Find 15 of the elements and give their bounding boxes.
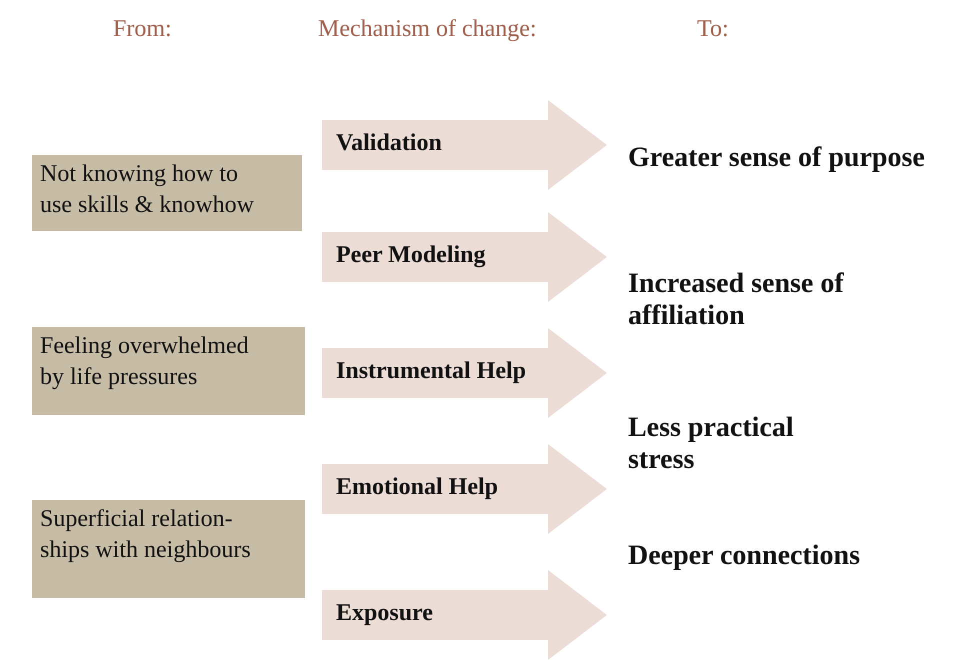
text-box: Not knowing how to use skills & knowhow [32,155,302,231]
column-heading: From: [113,16,173,43]
mechanism-label: Emotional Help [336,474,498,501]
mechanism-label: Validation [336,130,442,157]
column-heading: Mechanism of change: [318,16,538,43]
mechanism-label: Instrumental Help [336,358,526,385]
outcome-text: Increased sense of affiliation [628,268,845,332]
mechanism-label: Exposure [336,600,433,627]
outcome-text: Greater sense of purpose [628,142,926,174]
mechanism-label: Peer Modeling [336,242,486,269]
outcome-text: Less practical stress [628,412,795,476]
text-box: Feeling overwhelmed by life pressures [32,327,305,415]
outcome-text: Deeper connections [628,540,861,572]
text-box: Superficial relation-ships with neighbours [32,500,305,598]
column-heading: To: [697,16,730,43]
